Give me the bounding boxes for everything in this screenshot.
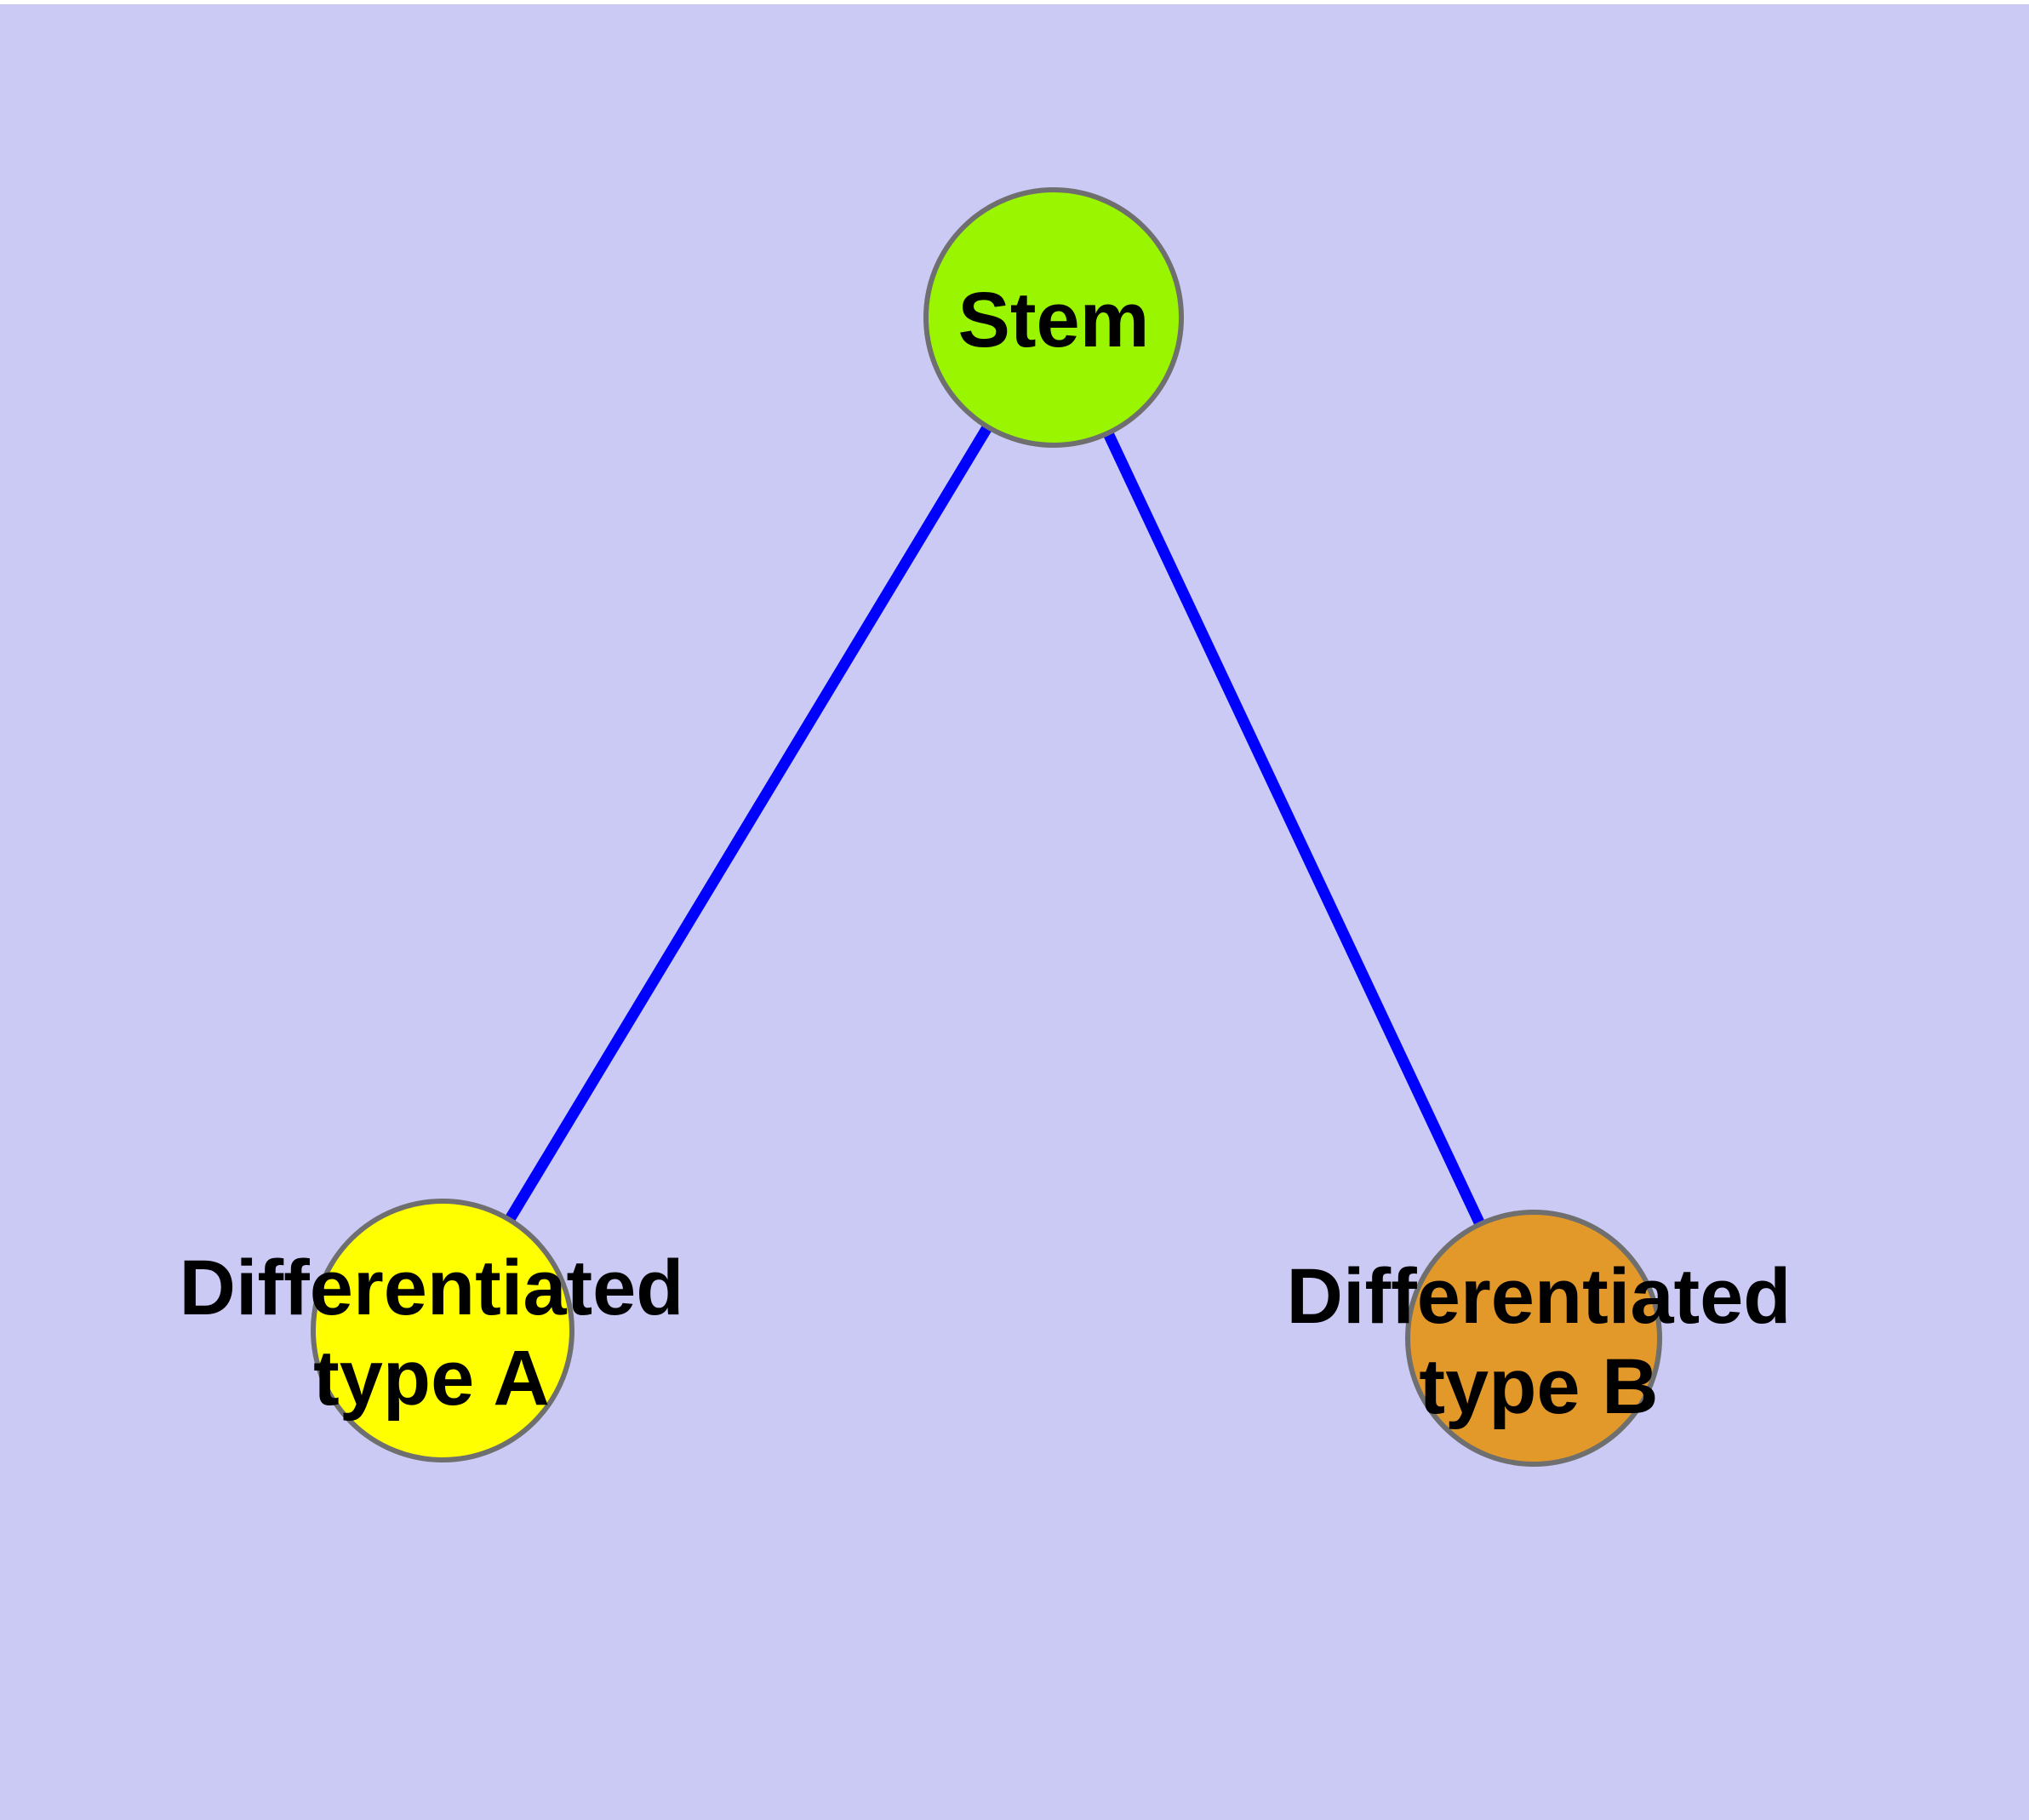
top-margin-strip xyxy=(0,0,2029,4)
node-type-b-circle xyxy=(1405,1210,1662,1467)
node-type-a-label: Differentiated type A xyxy=(179,1245,684,1422)
edge-stem-to-type-b xyxy=(1049,315,1539,1341)
node-type-a-circle xyxy=(311,1199,574,1462)
node-stem-circle xyxy=(923,187,1184,448)
node-stem-label: Stem xyxy=(957,277,1150,363)
edge-stem-to-type-a xyxy=(437,314,1059,1334)
node-type-b-label: Differentiated type B xyxy=(1286,1253,1792,1430)
